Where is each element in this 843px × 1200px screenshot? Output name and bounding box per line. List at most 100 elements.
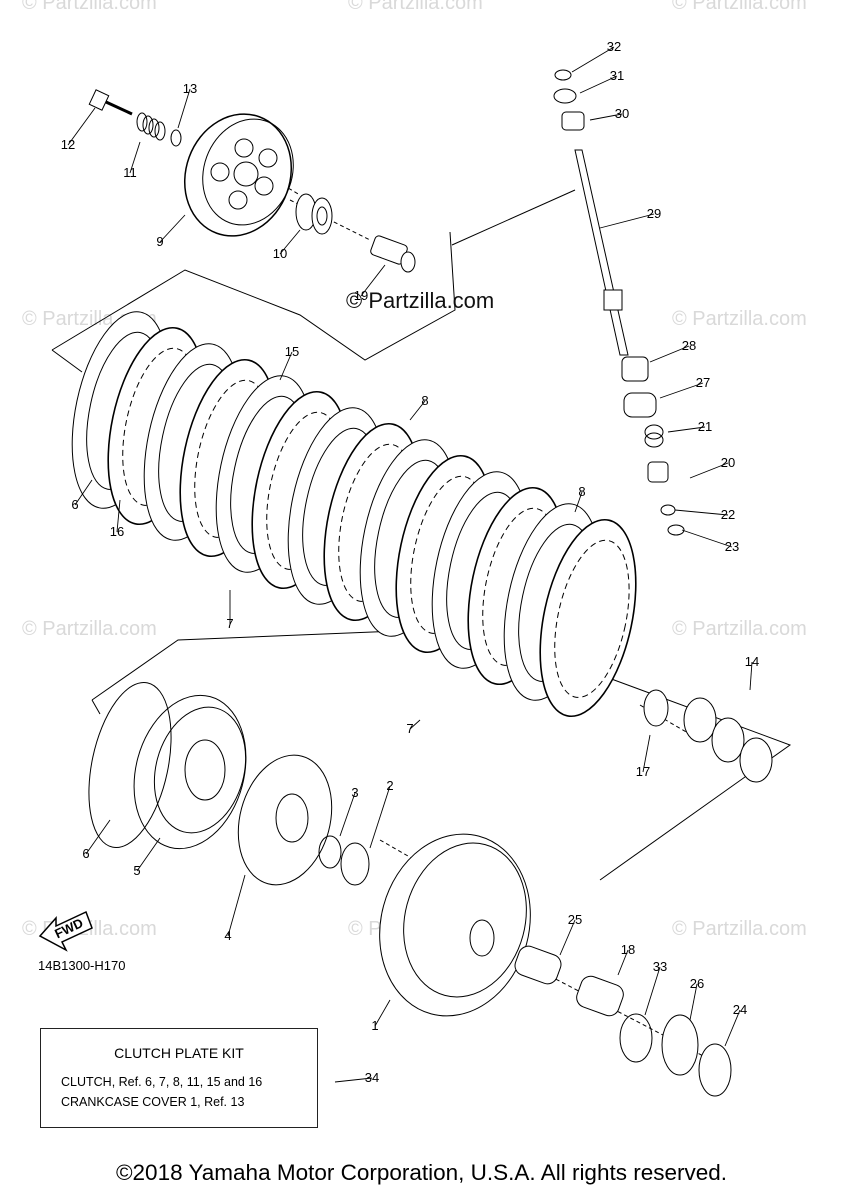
washer-2 bbox=[340, 842, 370, 886]
callout-number: 28 bbox=[682, 338, 696, 353]
callout-leader-line bbox=[589, 113, 623, 121]
oring-33 bbox=[619, 1013, 653, 1063]
clutch-boss-5 bbox=[133, 694, 247, 850]
callout-number: 23 bbox=[725, 539, 739, 554]
callout-number: 25 bbox=[568, 912, 582, 927]
circlip-32 bbox=[554, 69, 572, 81]
callout-leader-line bbox=[749, 661, 753, 691]
callout-leader-line bbox=[369, 785, 391, 849]
callout-leader-line bbox=[227, 874, 246, 937]
partzilla-watermark: © Partzilla.com bbox=[348, 0, 483, 14]
callout-number: 13 bbox=[183, 81, 197, 96]
callout-leader-line bbox=[574, 491, 583, 513]
diagram-code: 14B1300-H170 bbox=[38, 958, 126, 973]
push-lever-shaft-29 bbox=[574, 149, 629, 356]
circlip-23 bbox=[667, 524, 685, 536]
push-rod-19 bbox=[370, 235, 416, 273]
spring-21 bbox=[644, 424, 664, 448]
callout-leader-line bbox=[85, 819, 111, 855]
callout-leader-line bbox=[409, 400, 426, 421]
callout-number: 32 bbox=[607, 39, 621, 54]
callout-number: 17 bbox=[636, 764, 650, 779]
callout-leader-line bbox=[339, 792, 356, 837]
spring-11 bbox=[136, 112, 166, 141]
callout-leader-line bbox=[159, 214, 186, 243]
callout-number: 10 bbox=[273, 246, 287, 261]
callout-number: 21 bbox=[698, 419, 712, 434]
callout-leader-line bbox=[644, 966, 661, 1016]
clutch-housing-1 bbox=[379, 833, 531, 1017]
plate-inner-ring bbox=[554, 539, 630, 698]
washer-3 bbox=[318, 835, 342, 869]
callout-number: 34 bbox=[365, 1070, 379, 1085]
partzilla-watermark: © Partzilla.com bbox=[22, 0, 157, 14]
callout-number: 19 bbox=[354, 288, 368, 303]
callout-leader-line bbox=[689, 462, 729, 479]
washer-22 bbox=[660, 504, 676, 516]
bolt-12 bbox=[88, 89, 133, 116]
washer-31 bbox=[553, 88, 577, 104]
washer-24 bbox=[698, 1043, 732, 1097]
callout-leader-line bbox=[409, 719, 421, 730]
callout-number: 31 bbox=[610, 68, 624, 83]
partzilla-watermark: © Partzilla.com bbox=[672, 308, 807, 330]
partzilla-watermark-main: © Partzilla.com bbox=[346, 288, 495, 313]
copyright-footer: ©2018 Yamaha Motor Corporation, U.S.A. A… bbox=[115, 1160, 728, 1185]
callout-number: 1 bbox=[371, 1018, 378, 1033]
callout-leader-line bbox=[374, 999, 391, 1027]
callout-number: 20 bbox=[721, 455, 735, 470]
callout-number: 30 bbox=[615, 106, 629, 121]
callout-leader-line bbox=[116, 499, 121, 533]
callout-number: 9 bbox=[156, 234, 163, 249]
needle-bearing-18 bbox=[576, 975, 624, 1017]
washer-13 bbox=[170, 129, 182, 147]
spacer-25 bbox=[514, 945, 562, 985]
friction-plate bbox=[539, 518, 637, 718]
pressure-plate-9 bbox=[183, 113, 294, 237]
clutch-plate-kit-box: CLUTCH PLATE KIT CLUTCH, Ref. 6, 7, 8, 1… bbox=[40, 1028, 318, 1128]
callout-leader-line bbox=[360, 264, 386, 297]
callout-number: 7 bbox=[226, 616, 233, 631]
callout-leader-line bbox=[689, 983, 698, 1021]
callout-number: 6 bbox=[82, 846, 89, 861]
callout-number: 27 bbox=[696, 375, 710, 390]
callout-number: 8 bbox=[578, 484, 585, 499]
callout-number: 12 bbox=[61, 137, 75, 152]
callout-leader-line bbox=[724, 1009, 741, 1047]
callout-leader-line bbox=[67, 107, 96, 146]
callout-leader-line bbox=[279, 229, 301, 255]
callout-number: 7 bbox=[406, 721, 413, 736]
callout-number: 29 bbox=[647, 206, 661, 221]
callout-leader-line bbox=[579, 75, 618, 94]
callout-number: 11 bbox=[123, 165, 137, 180]
callout-leader-line bbox=[279, 351, 293, 381]
bushing-30 bbox=[561, 111, 585, 131]
callout-leader-line bbox=[571, 46, 615, 73]
oil-seal-27 bbox=[623, 392, 657, 418]
pressure-plate-4 bbox=[237, 754, 333, 886]
callout-number: 33 bbox=[653, 959, 667, 974]
callout-leader-line bbox=[674, 509, 729, 516]
callout-number: 16 bbox=[110, 524, 124, 539]
callout-leader-line bbox=[74, 479, 93, 506]
bearing-17 bbox=[643, 689, 669, 727]
gear-26 bbox=[661, 1014, 699, 1076]
callout-number: 18 bbox=[621, 942, 635, 957]
partzilla-watermark: © Partzilla.com bbox=[672, 0, 807, 14]
partzilla-watermark: © Partzilla.com bbox=[22, 618, 157, 640]
callout-number: 24 bbox=[733, 1002, 747, 1017]
callout-leader-line bbox=[659, 382, 704, 399]
bearing-10 bbox=[295, 193, 333, 235]
callout-number: 6 bbox=[71, 497, 78, 512]
lock-washers-14 bbox=[683, 697, 773, 783]
partzilla-watermark: © Partzilla.com bbox=[672, 918, 807, 940]
clutch-plate-stack bbox=[71, 311, 637, 718]
callout-leader-line bbox=[642, 734, 651, 773]
callout-number: 22 bbox=[721, 507, 735, 522]
callout-number: 3 bbox=[351, 785, 358, 800]
callout-number: 15 bbox=[285, 344, 299, 359]
callout-leader-line bbox=[334, 1077, 373, 1083]
kit-line-1: CLUTCH, Ref. 6, 7, 8, 11, 15 and 16 bbox=[61, 1075, 263, 1089]
callout-leader-line bbox=[617, 949, 629, 976]
